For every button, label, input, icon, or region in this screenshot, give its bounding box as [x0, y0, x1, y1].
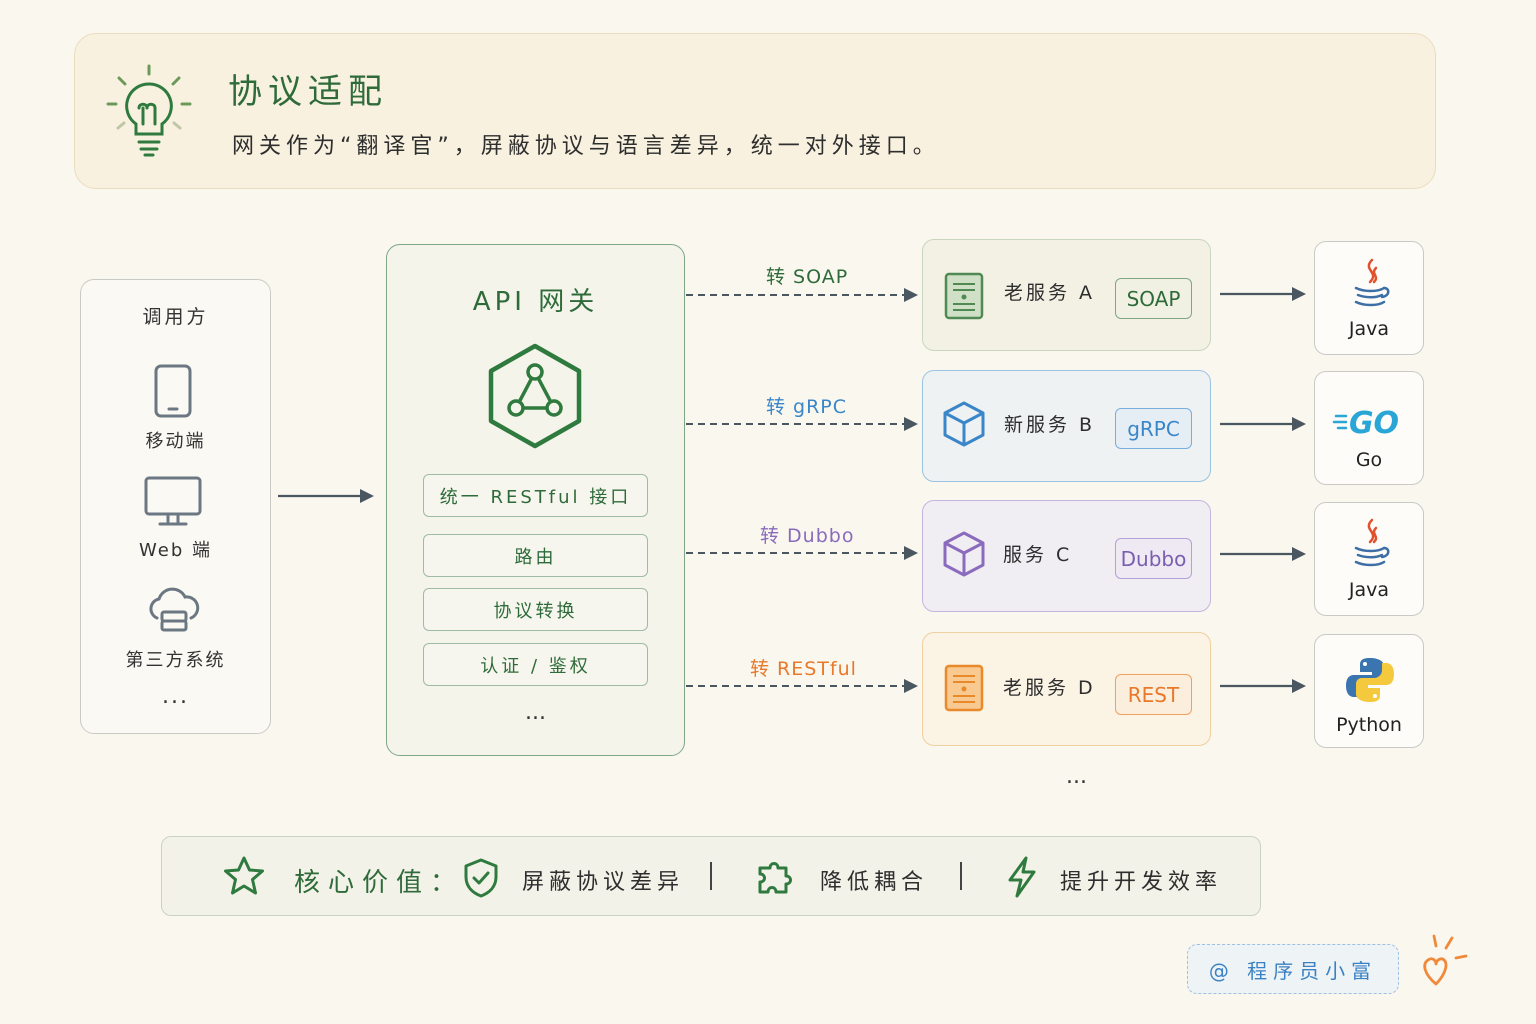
- route-arrow-restful: [686, 679, 918, 693]
- header-banner: [74, 33, 1436, 189]
- service-name-c: 服务 C: [1003, 544, 1073, 566]
- java-icon: [1354, 518, 1390, 567]
- core-value-item-decoupling: 降低耦合: [820, 870, 929, 895]
- language-label-java-a: Java: [1348, 318, 1390, 340]
- language-label-java-c: Java: [1348, 579, 1390, 601]
- service-tag-soap: SOAP: [1115, 278, 1192, 319]
- monitor-icon: [144, 476, 202, 526]
- gateway-item-auth: 认证 / 鉴权: [423, 643, 648, 686]
- route-label-grpc: 转 gRPC: [766, 396, 848, 418]
- service-to-lang-arrow-d: [1220, 679, 1306, 693]
- caller-item-third-party: 第三方系统: [125, 650, 226, 671]
- cube-icon: [943, 531, 985, 577]
- lightning-icon: [1008, 856, 1036, 898]
- heart-doodle-icon: [1423, 934, 1468, 986]
- mobile-phone-icon: [154, 364, 192, 418]
- java-icon: [1354, 258, 1390, 307]
- core-value-item-shield-protocol: 屏蔽协议差异: [522, 870, 685, 895]
- caller-item-web: Web 端: [139, 540, 212, 561]
- cloud-server-icon: [149, 587, 200, 632]
- gateway-item-restful: 统一 RESTful 接口: [423, 474, 648, 517]
- service-name-a: 老服务 A: [1004, 282, 1096, 304]
- caller-more: ...: [162, 684, 189, 709]
- service-to-lang-arrow-b: [1220, 417, 1306, 431]
- core-value-label: 核心价值：: [294, 868, 465, 898]
- language-card-java-c: [1314, 502, 1424, 616]
- page-title: 协议适配: [228, 72, 388, 112]
- page-subtitle: 网关作为“翻译官”，屏蔽协议与语言差异，统一对外接口。: [232, 134, 940, 159]
- route-arrow-dubbo: [686, 546, 918, 560]
- hexagon-network-icon: [488, 343, 582, 449]
- route-label-restful: 转 RESTful: [750, 658, 857, 680]
- service-tag-grpc: gRPC: [1115, 408, 1192, 449]
- service-tag-dubbo: Dubbo: [1115, 538, 1192, 579]
- route-arrow-grpc: [686, 417, 918, 431]
- gateway-title: API 网关: [472, 287, 599, 317]
- caller-item-mobile: 移动端: [145, 431, 206, 452]
- language-label-go: Go: [1355, 449, 1383, 471]
- caller-to-gateway-arrow: [278, 489, 374, 503]
- server-icon: [944, 664, 984, 712]
- route-label-soap: 转 SOAP: [766, 266, 849, 288]
- svg-text:GO: GO: [1349, 406, 1399, 441]
- service-name-d: 老服务 D: [1003, 677, 1096, 699]
- author-signature: @ 程序员小富: [1187, 944, 1399, 994]
- language-label-python: Python: [1336, 714, 1402, 736]
- gateway-item-protocol-conversion: 协议转换: [423, 588, 648, 631]
- service-to-lang-arrow-a: [1220, 287, 1306, 301]
- cube-icon: [943, 401, 985, 447]
- gateway-more: ...: [525, 700, 546, 725]
- puzzle-icon: [758, 862, 792, 894]
- python-icon: [1346, 658, 1394, 702]
- go-icon: GO: [1332, 406, 1399, 441]
- route-arrow-soap: [686, 288, 918, 302]
- divider: [710, 862, 712, 890]
- caller-title: 调用方: [142, 306, 209, 328]
- gateway-item-routing: 路由: [423, 534, 648, 577]
- shield-check-icon: [464, 858, 498, 898]
- route-label-dubbo: 转 Dubbo: [760, 525, 855, 547]
- server-icon: [944, 272, 984, 320]
- language-card-go: [1314, 371, 1424, 485]
- star-icon: [224, 856, 264, 895]
- service-tag-rest: REST: [1115, 674, 1192, 715]
- divider: [960, 862, 962, 890]
- lightbulb-icon: [106, 64, 192, 157]
- core-value-item-efficiency: 提升开发效率: [1060, 870, 1223, 895]
- service-to-lang-arrow-c: [1220, 547, 1306, 561]
- services-more: ...: [1066, 764, 1087, 789]
- service-name-b: 新服务 B: [1004, 414, 1096, 436]
- caller-panel: [80, 279, 271, 734]
